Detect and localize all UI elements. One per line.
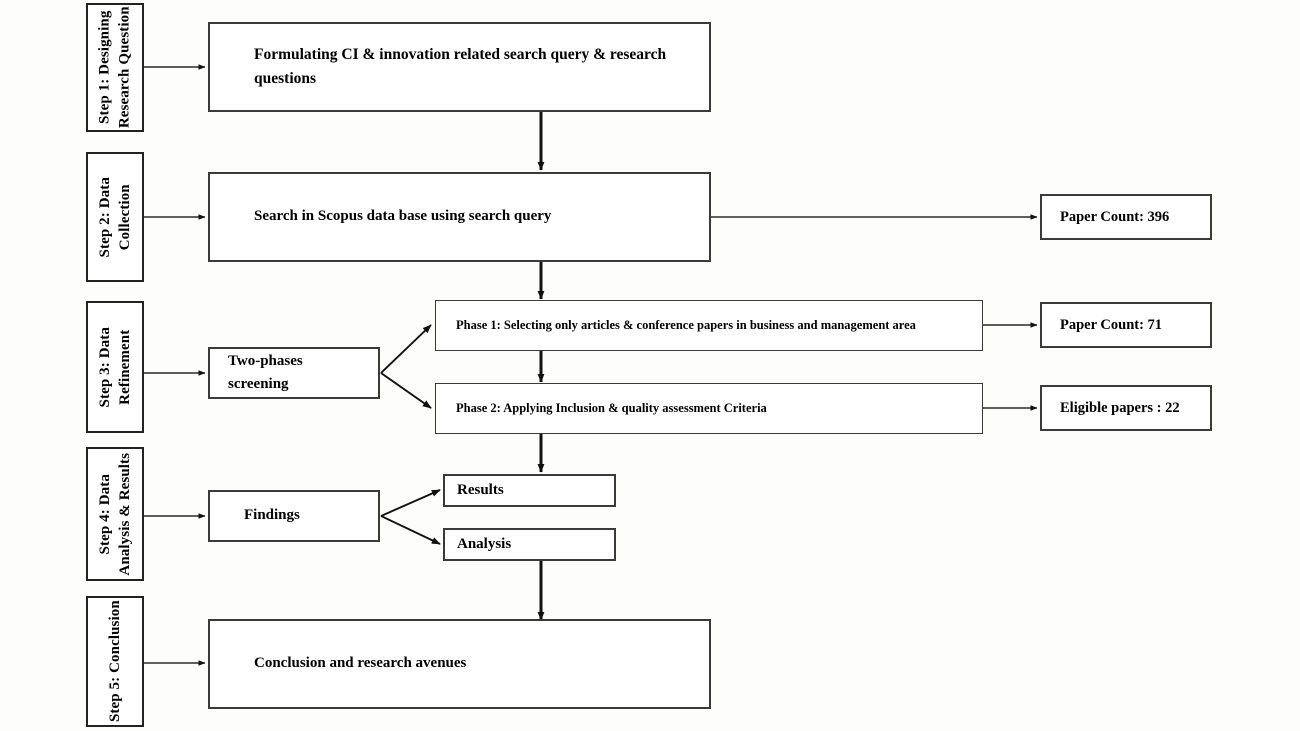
node-phase1[interactable]: Phase 1: Selecting only articles & confe… (435, 300, 983, 351)
wire-twophases-to-phase2 (380, 372, 432, 409)
step1-line1: Step 1: Designing (96, 10, 113, 125)
wire-findings-to-results (380, 489, 441, 517)
step4-line1: Step 4: Data (96, 473, 113, 555)
step-rail-step1-text: Step 1: Designing Research Question (95, 7, 136, 129)
node-phase2-label: Phase 2: Applying Inclusion & quality as… (456, 400, 767, 415)
step2-line1: Step 2: Data (96, 176, 113, 258)
node-results[interactable]: Results (443, 474, 616, 507)
node-two-phases-screening[interactable]: Two-phases screening (208, 347, 380, 399)
node-two-phases-screening-label: Two-phases screening (228, 352, 303, 392)
step-rail-step5-text: Step 5: Conclusion (105, 601, 125, 723)
step4-line2: Analysis & Results (117, 452, 133, 576)
wire-twophases-to-phase1 (380, 324, 432, 374)
step-rail-step1[interactable]: Step 1: Designing Research Question (86, 3, 144, 132)
count-box-paper-count-71-label: Paper Count: 71 (1060, 316, 1163, 333)
node-phase1-label: Phase 1: Selecting only articles & confe… (456, 317, 916, 332)
count-box-eligible-papers-22-label: Eligible papers : 22 (1060, 399, 1180, 416)
step-rail-step4[interactable]: Step 4: Data Analysis & Results (86, 447, 144, 581)
node-findings-label: Findings (244, 507, 300, 524)
step3-line1: Step 3: Data (96, 326, 113, 408)
step3-line2: Refinement (117, 329, 133, 405)
node-results-label: Results (457, 481, 504, 498)
wire-findings-to-analysis (380, 515, 441, 545)
node-formulating-question-label: Formulating CI & innovation related sear… (254, 45, 667, 87)
step2-line2: Collection (117, 184, 133, 250)
node-findings[interactable]: Findings (208, 490, 380, 542)
step-rail-step3-text: Step 3: Data Refinement (95, 327, 136, 407)
node-conclusion-label: Conclusion and research avenues (254, 655, 467, 672)
node-scopus-search[interactable]: Search in Scopus data base using search … (208, 172, 711, 262)
node-analysis[interactable]: Analysis (443, 528, 616, 561)
count-box-paper-count-396-label: Paper Count: 396 (1060, 208, 1170, 225)
node-scopus-search-label: Search in Scopus data base using search … (254, 208, 552, 225)
step-rail-step2-text: Step 2: Data Collection (95, 177, 136, 257)
count-box-paper-count-71[interactable]: Paper Count: 71 (1040, 302, 1212, 348)
node-analysis-label: Analysis (457, 535, 512, 552)
node-formulating-question[interactable]: Formulating CI & innovation related sear… (208, 22, 711, 112)
step-rail-step2[interactable]: Step 2: Data Collection (86, 152, 144, 282)
step5-line1: Step 5: Conclusion (106, 600, 123, 723)
step-rail-step3[interactable]: Step 3: Data Refinement (86, 301, 144, 433)
node-conclusion[interactable]: Conclusion and research avenues (208, 619, 711, 709)
step-rail-step5[interactable]: Step 5: Conclusion (86, 596, 144, 727)
step-rail-step4-text: Step 4: Data Analysis & Results (95, 453, 136, 576)
node-phase2[interactable]: Phase 2: Applying Inclusion & quality as… (435, 383, 983, 434)
step1-line2: Research Question (117, 6, 133, 129)
count-box-paper-count-396[interactable]: Paper Count: 396 (1040, 194, 1212, 240)
count-box-eligible-papers-22[interactable]: Eligible papers : 22 (1040, 385, 1212, 431)
